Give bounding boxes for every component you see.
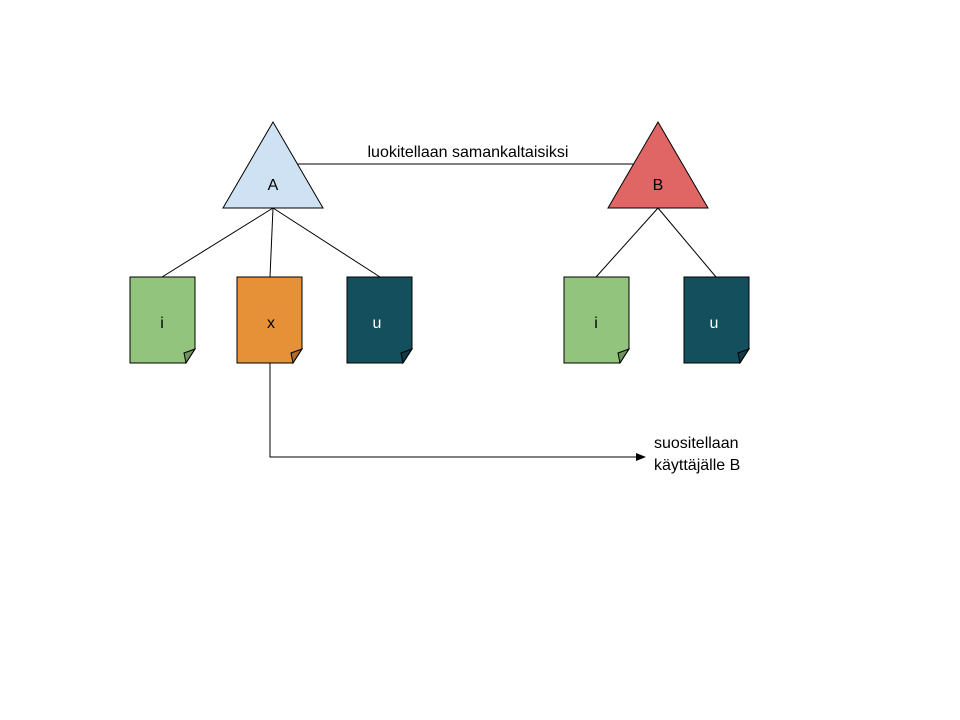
user-a-triangle (222, 121, 324, 209)
item-label: x (267, 315, 275, 332)
similarity-label: luokitellaan samankaltaisiksi (368, 144, 569, 161)
edge-b-item-u (657, 207, 717, 278)
user-b-triangle (607, 121, 709, 209)
recommendation-arrow (269, 363, 646, 461)
item-b-i: i (563, 276, 631, 365)
item-a-x: x (236, 276, 304, 365)
item-a-i: i (129, 276, 197, 365)
recommendation-line-2: käyttäjälle B (654, 457, 740, 474)
user-b-node: B (607, 121, 709, 209)
item-label: u (710, 315, 719, 332)
user-a-label: A (268, 177, 279, 194)
document-fold (400, 348, 414, 365)
user-a-node: A (222, 121, 324, 209)
recommendation-line-1: suositellaan (654, 435, 739, 452)
edge-a-item-i (161, 207, 274, 278)
edge-a-item-x (269, 207, 274, 278)
item-b-u: u (683, 276, 751, 365)
edge-a-item-u (272, 207, 381, 278)
item-label: i (594, 315, 598, 332)
recommendation-label: suositellaan käyttäjälle B (654, 435, 743, 474)
item-label: u (373, 315, 382, 332)
user-b-label: B (653, 177, 664, 194)
item-label: i (160, 315, 164, 332)
item-a-u: u (346, 276, 414, 365)
document-fold (183, 348, 197, 365)
document-fold (737, 348, 751, 365)
edge-b-item-i (595, 207, 659, 278)
document-fold (617, 348, 631, 365)
document-fold (290, 348, 304, 365)
